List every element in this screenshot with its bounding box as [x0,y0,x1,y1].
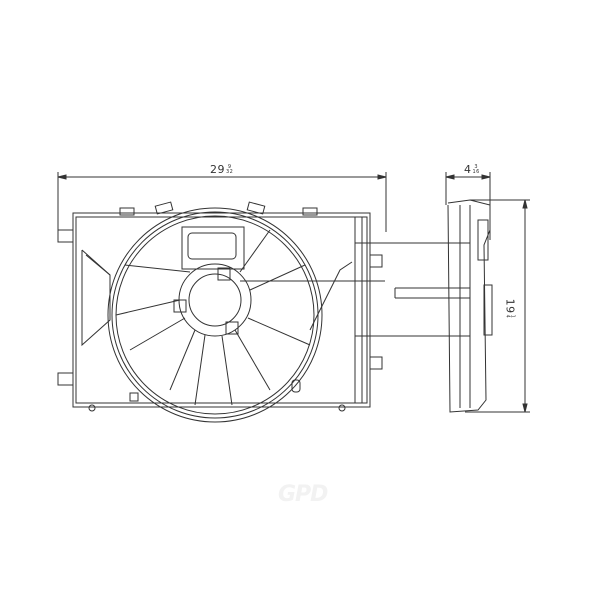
depth-num: 3 [474,164,479,170]
watermark-logo: GPD [278,482,328,507]
height-dimension [465,199,530,413]
height-whole: 19 [503,298,517,314]
front-view [57,201,470,423]
width-num: 9 [227,164,232,170]
width-dimension [57,172,387,232]
depth-whole: 4 [464,163,472,176]
width-den: 32 [226,169,234,175]
side-view [394,199,493,413]
depth-dimension [445,172,491,240]
height-den: 4 [504,314,511,319]
width-whole: 29 [210,163,225,176]
depth-den: 16 [472,169,480,175]
